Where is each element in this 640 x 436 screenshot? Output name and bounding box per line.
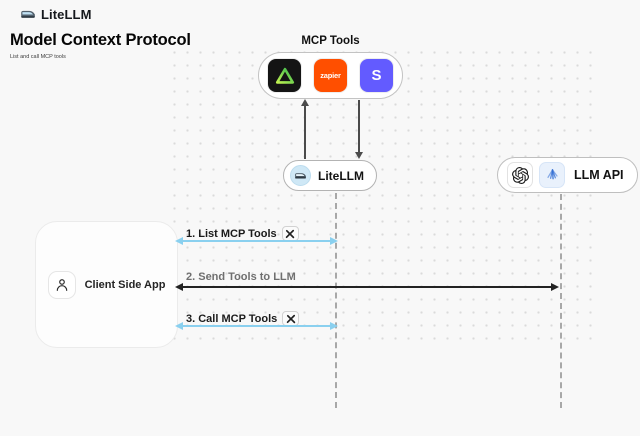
zapier-logo-text: zapier <box>320 71 341 80</box>
crossed-tools-icon <box>286 314 296 323</box>
arrow-call-mcp-tools <box>182 325 332 327</box>
arrowhead-right-icon <box>551 283 559 291</box>
brand: LiteLLM <box>20 7 92 22</box>
client-side-app-label: Client Side App <box>84 278 166 291</box>
step-1-label: 1. List MCP Tools <box>186 227 277 240</box>
step-1-label-row: 1. List MCP Tools <box>186 226 299 241</box>
tools-chip <box>281 226 299 241</box>
llm-api-node: LLM API <box>497 157 638 193</box>
step-3-label: 3. Call MCP Tools <box>186 312 278 325</box>
arrowhead-right-icon <box>330 321 338 330</box>
litellm-node: LiteLLM <box>283 160 377 191</box>
arrowhead-left-icon <box>175 321 183 330</box>
openai-logo-icon <box>511 166 529 184</box>
arrow-list-mcp-tools <box>182 240 332 242</box>
client-side-app-node: Client Side App <box>35 221 178 348</box>
arrowhead-up-icon <box>300 99 309 106</box>
connector-litellm-to-mcp <box>304 103 306 159</box>
step-2-label-row: 2. Send Tools to LLM <box>186 271 296 283</box>
connector-mcp-to-litellm <box>358 100 360 153</box>
blue-fan-icon <box>546 168 558 179</box>
litellm-train-icon <box>295 172 306 178</box>
llm-api-node-label: LLM API <box>574 168 624 182</box>
triangle-logo-icon <box>275 67 294 84</box>
page-title: Model Context Protocol <box>10 31 191 49</box>
openai-icon <box>507 162 533 188</box>
arrowhead-down-icon <box>354 152 363 159</box>
litellm-train-icon <box>21 10 35 18</box>
brand-name: LiteLLM <box>41 7 92 22</box>
mcp-tools-label: MCP Tools <box>301 35 360 47</box>
client-app-tile <box>47 270 76 299</box>
mcp-tool-stripe-tile: S <box>360 59 393 92</box>
crossed-tools-icon <box>285 229 295 238</box>
page-subtitle: List and call MCP tools <box>10 54 66 60</box>
litellm-node-label: LiteLLM <box>318 168 364 183</box>
step-3-label-row: 3. Call MCP Tools <box>186 311 300 326</box>
user-icon <box>56 278 67 291</box>
mcp-tools-box: zapier S <box>258 52 403 99</box>
litellm-node-icon <box>290 165 311 186</box>
llm-provider-fan-icon <box>539 162 565 188</box>
arrowhead-right-icon <box>330 236 338 245</box>
mcp-tool-triangle-tile <box>268 59 301 92</box>
arrowhead-left-icon <box>175 236 183 245</box>
stripe-logo-text: S <box>371 67 382 84</box>
step-2-label: 2. Send Tools to LLM <box>186 271 296 283</box>
arrow-send-tools-to-llm <box>182 286 553 288</box>
llm-api-lifeline <box>560 194 562 408</box>
mcp-tool-zapier-tile: zapier <box>314 59 347 92</box>
tools-chip <box>282 311 300 326</box>
arrowhead-left-icon <box>175 283 183 291</box>
litellm-lifeline <box>335 193 337 408</box>
